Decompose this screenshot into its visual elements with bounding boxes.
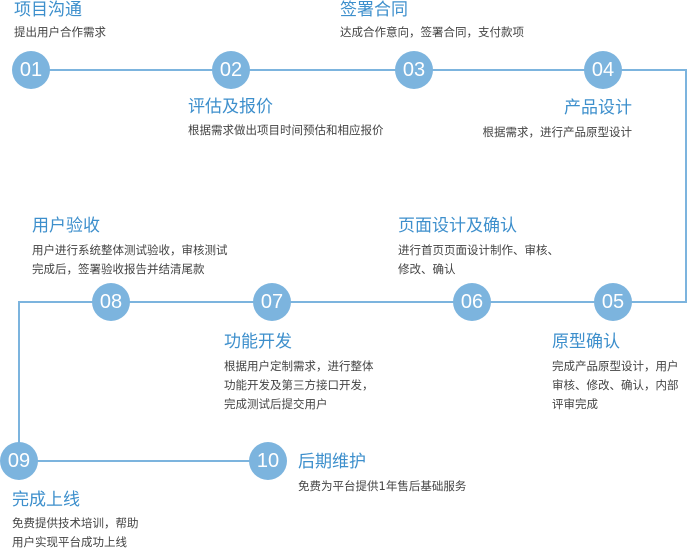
step-09-desc: 免费提供技术培训，帮助 用户实现平台成功上线 [12, 514, 139, 552]
step-07-number: 07 [253, 283, 291, 321]
step-07-desc-line: 功能开发及第三方接口开发， [224, 378, 374, 392]
step-01-desc-line: 提出用户合作需求 [14, 25, 106, 39]
step-04-number: 04 [584, 51, 622, 89]
step-03-title: 签署合同 [340, 0, 408, 20]
step-05-desc-line: 完成产品原型设计，用户 [552, 359, 679, 373]
step-06-desc: 进行首页页面设计制作、审核、 修改、确认 [398, 241, 559, 279]
step-09-number: 09 [0, 442, 38, 480]
step-09-desc-line: 用户实现平台成功上线 [12, 535, 127, 549]
step-01-title: 项目沟通 [14, 0, 82, 20]
step-06-desc-line: 进行首页页面设计制作、审核、 [398, 243, 559, 257]
step-06-desc-line: 修改、确认 [398, 262, 456, 276]
step-07-desc-line: 根据用户定制需求，进行整体 [224, 359, 374, 373]
step-09-title: 完成上线 [12, 490, 80, 510]
connector-path [18, 69, 687, 462]
step-07-title: 功能开发 [224, 332, 292, 352]
step-04-title: 产品设计 [564, 98, 632, 118]
step-10-desc: 免费为平台提供1年售后基础服务 [298, 477, 466, 496]
step-08-title: 用户验收 [32, 216, 100, 236]
step-06-number: 06 [453, 283, 491, 321]
step-10-desc-line: 免费为平台提供1年售后基础服务 [298, 479, 467, 493]
step-05-desc-line: 审核、修改、确认，内部 [552, 378, 679, 392]
step-07-desc-line: 完成测试后提交用户 [224, 397, 328, 411]
step-07-desc: 根据用户定制需求，进行整体 功能开发及第三方接口开发， 完成测试后提交用户 [224, 357, 374, 414]
step-02-desc: 根据需求做出项目时间预估和相应报价 [188, 121, 384, 140]
step-08-desc-line: 完成后，签署验收报告并结清尾款 [32, 262, 205, 276]
step-08-desc: 用户进行系统整体测试验收，审核测试 完成后，签署验收报告并结清尾款 [32, 241, 228, 279]
step-02-number: 02 [212, 51, 250, 89]
step-08-number: 08 [92, 283, 130, 321]
step-05-desc-line: 评审完成 [552, 397, 598, 411]
step-04-desc: 根据需求，进行产品原型设计 [432, 123, 633, 142]
step-04-desc-line: 根据需求，进行产品原型设计 [482, 125, 633, 139]
step-06-title: 页面设计及确认 [398, 216, 517, 236]
step-01-number: 01 [12, 51, 50, 89]
step-03-desc-line: 达成合作意向，签署合同，支付款项 [340, 25, 524, 39]
step-03-number: 03 [395, 51, 433, 89]
step-05-number: 05 [594, 283, 632, 321]
step-05-title: 原型确认 [552, 332, 620, 352]
step-10-title: 后期维护 [298, 452, 366, 472]
step-05-desc: 完成产品原型设计，用户 审核、修改、确认，内部 评审完成 [552, 357, 679, 414]
step-09-desc-line: 免费提供技术培训，帮助 [12, 516, 139, 530]
step-03-desc: 达成合作意向，签署合同，支付款项 [340, 23, 524, 42]
step-10-number: 10 [249, 442, 287, 480]
step-02-title: 评估及报价 [188, 97, 273, 117]
step-02-desc-line: 根据需求做出项目时间预估和相应报价 [188, 123, 384, 137]
step-01-desc: 提出用户合作需求 [14, 23, 106, 42]
step-08-desc-line: 用户进行系统整体测试验收，审核测试 [32, 243, 228, 257]
